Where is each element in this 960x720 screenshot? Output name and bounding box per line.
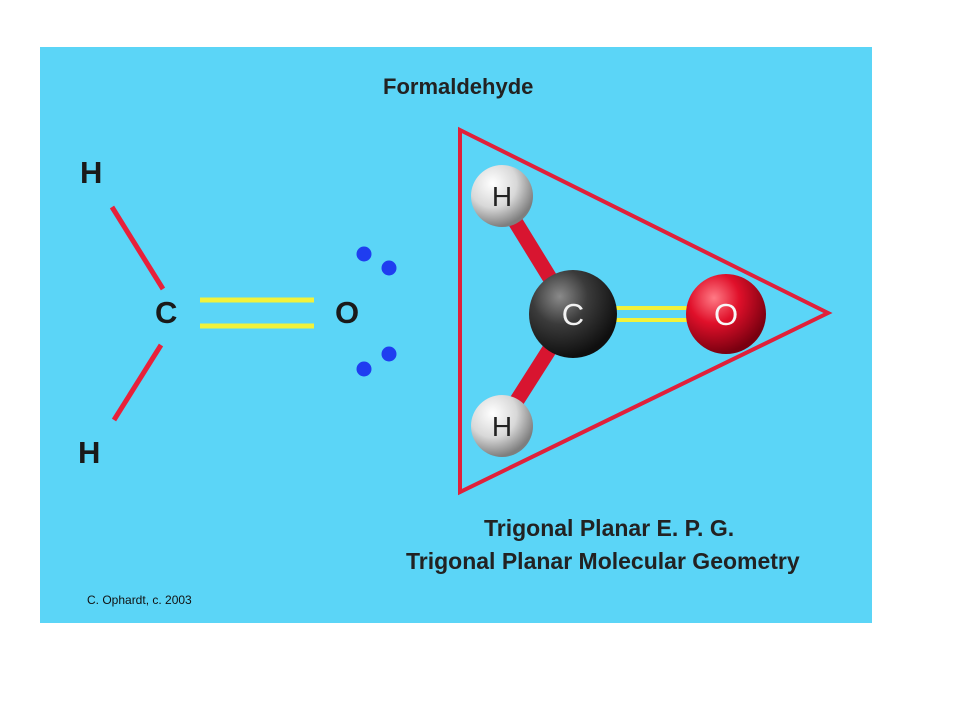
electron-pair-geometry-caption: Trigonal Planar E. P. G. (484, 515, 735, 541)
lewis-carbon-label: C (155, 295, 178, 330)
trigonal-planar-triangle (458, 126, 833, 496)
lone-pair-electron (381, 346, 397, 362)
lewis-hydrogen-bottom-label: H (78, 435, 101, 470)
model-carbon-sphere (529, 270, 617, 358)
lone-pair-electron (356, 361, 372, 377)
diagram-title: Formaldehyde (383, 74, 534, 99)
lewis-hydrogen-top-label: H (80, 155, 103, 190)
model-carbon-label: C (562, 297, 584, 332)
model-oxygen-label: O (714, 297, 738, 332)
lewis-bond-c-h-top (109, 205, 166, 291)
model-hydrogen-top-label: H (492, 181, 512, 212)
lone-pair-electron (356, 246, 372, 262)
model-hydrogen-bottom-sphere (471, 395, 533, 457)
molecular-geometry-caption: Trigonal Planar Molecular Geometry (406, 548, 800, 574)
model-hydrogen-bottom-label: H (492, 411, 512, 442)
lewis-bond-c-h-bottom (111, 343, 164, 422)
lone-pair-electron (381, 260, 397, 276)
model-oxygen-sphere (686, 274, 766, 354)
credit-text: C. Ophardt, c. 2003 (87, 593, 192, 607)
model-hydrogen-top-sphere (471, 165, 533, 227)
lewis-oxygen-label: O (335, 295, 360, 330)
